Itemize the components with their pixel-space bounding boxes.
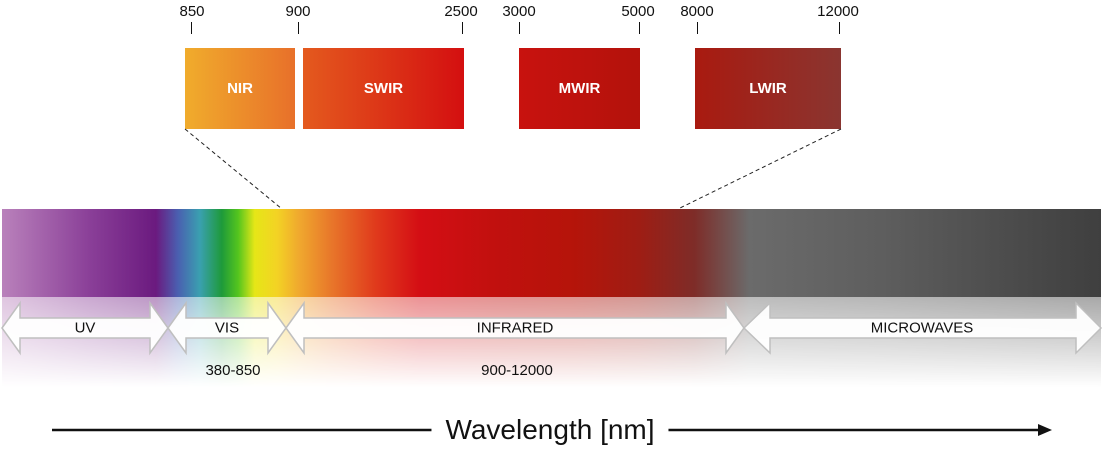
arrowhead-icon [1038, 424, 1052, 436]
axis-title: Wavelength [nm] [431, 414, 669, 446]
tick-label-850: 850 [179, 3, 205, 20]
range-label-vis: 380-850 [205, 362, 261, 379]
tick-line-8000 [697, 22, 698, 34]
band-mwir: MWIR [519, 48, 640, 129]
tick-line-3000 [519, 22, 520, 34]
region-arrow-microwaves [742, 301, 1103, 355]
tick-line-850 [191, 22, 192, 34]
spectrum-bar [2, 209, 1101, 297]
region-label-infrared: INFRARED [476, 319, 554, 337]
band-swir: SWIR [303, 48, 464, 129]
region-label-microwaves: MICROWAVES [870, 319, 974, 337]
band-lwir-label: LWIR [749, 80, 787, 97]
tick-label-3000: 3000 [502, 3, 536, 20]
range-label-infrared: 900-12000 [481, 362, 553, 379]
region-label-vis: VIS [214, 319, 240, 337]
region-label-uv: UV [74, 319, 96, 337]
band-lwir: LWIR [695, 48, 841, 129]
band-swir-label: SWIR [363, 80, 404, 97]
band-nir-label: NIR [227, 80, 253, 97]
tick-label-2500: 2500 [444, 3, 478, 20]
band-mwir-label: MWIR [558, 80, 601, 97]
tick-line-12000 [839, 22, 840, 34]
tick-line-5000 [639, 22, 640, 34]
tick-label-5000: 5000 [621, 3, 655, 20]
tick-line-900 [298, 22, 299, 34]
band-nir: NIR [185, 48, 295, 129]
tick-label-8000: 8000 [680, 3, 714, 20]
tick-label-12000: 12000 [817, 3, 859, 20]
tick-line-2500 [462, 22, 463, 34]
tick-label-900: 900 [285, 3, 311, 20]
